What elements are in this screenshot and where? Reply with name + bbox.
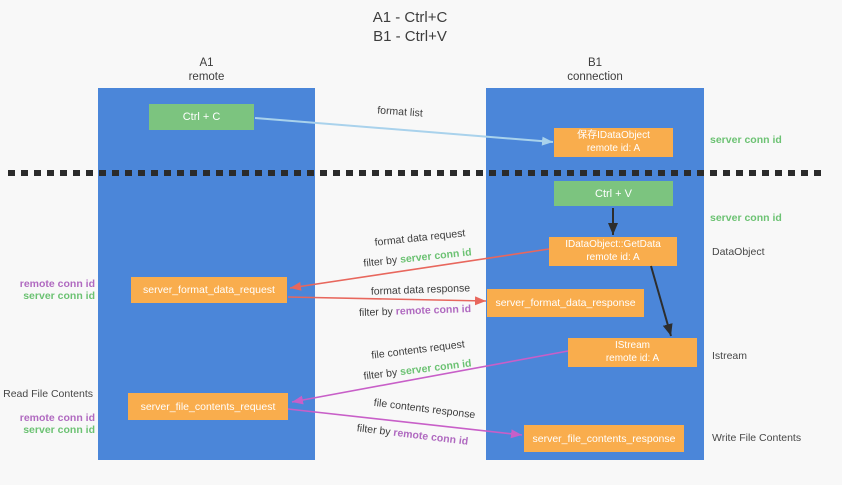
- label-read-file-contents: Read File Contents: [3, 388, 93, 400]
- node-server-format-data-response: server_format_data_response: [487, 289, 644, 317]
- label-format-list: format list: [376, 104, 424, 120]
- node-format-response-label: server_format_data_response: [495, 297, 636, 309]
- filter-value: remote conn id: [395, 303, 472, 318]
- node-save-line2: remote id: A: [586, 142, 641, 154]
- label-server-conn-id-bottom-left: server conn id: [23, 424, 95, 436]
- node-ctrl-v: Ctrl + V: [554, 181, 673, 206]
- label-server-conn-id-top-right: server conn id: [710, 134, 782, 146]
- lane-a1-name: A1: [199, 57, 214, 69]
- filter-prefix: filter by: [362, 366, 398, 383]
- node-save-idataobject: 保存IDataObject remote id: A: [554, 128, 673, 157]
- label-file-contents-response: file contents response: [373, 396, 476, 422]
- filter-prefix: filter by: [362, 254, 398, 270]
- node-istream-line1: IStream: [614, 340, 650, 351]
- label-istream: Istream: [712, 350, 748, 362]
- filter-value: server conn id: [399, 357, 473, 379]
- node-getdata-line2: remote id: A: [586, 251, 640, 263]
- lane-a1-subtitle: remote: [188, 71, 225, 83]
- node-file-response-label: server_file_contents_response: [532, 432, 676, 445]
- lane-header-a1: A1 remote: [98, 56, 315, 84]
- label-remote-conn-id-top-left: remote conn id: [19, 278, 95, 290]
- diagram-title: A1 - Ctrl+C B1 - Ctrl+V: [0, 8, 820, 46]
- label-format-data-response: format data response: [370, 282, 471, 298]
- node-istream-line2: remote id: A: [605, 352, 660, 364]
- lane-b1-subtitle: connection: [567, 71, 623, 83]
- label-server-conn-id-mid-right: server conn id: [710, 212, 782, 224]
- node-istream: IStream remote id: A: [568, 338, 697, 367]
- label-dataobject: DataObject: [712, 246, 765, 258]
- filter-prefix: filter by: [356, 422, 392, 439]
- node-idataobject-getdata: IDataObject::GetData remote id: A: [549, 237, 677, 266]
- node-ctrl-c: Ctrl + C: [149, 104, 254, 130]
- node-format-request-label: server_format_data_request: [143, 284, 275, 296]
- node-save-line1: 保存IDataObject: [577, 130, 650, 141]
- node-file-request-label: server_file_contents_request: [140, 400, 276, 413]
- label-write-file-contents: Write File Contents: [712, 432, 802, 444]
- node-getdata-line1: IDataObject::GetData: [565, 239, 661, 250]
- label-server-conn-id-top-left: server conn id: [23, 290, 95, 302]
- node-server-file-contents-response: server_file_contents_response: [524, 425, 684, 452]
- label-remote-conn-id-bottom-left: remote conn id: [19, 412, 95, 424]
- lane-header-b1: B1 connection: [486, 56, 704, 84]
- filter-value: remote conn id: [392, 426, 469, 448]
- filter-prefix: filter by: [358, 305, 394, 319]
- arrow-format-data-response: [287, 296, 487, 306]
- title-line-1: A1 - Ctrl+C: [372, 9, 448, 26]
- title-line-2: B1 - Ctrl+V: [373, 28, 447, 45]
- lane-b1-name: B1: [587, 57, 603, 69]
- node-ctrl-v-label: Ctrl + V: [595, 187, 632, 200]
- node-server-format-data-request: server_format_data_request: [131, 277, 287, 303]
- dotted-divider-line: [8, 170, 823, 176]
- node-ctrl-c-label: Ctrl + C: [182, 111, 221, 123]
- node-server-file-contents-request: server_file_contents_request: [128, 393, 288, 420]
- filter-value: server conn id: [399, 246, 473, 266]
